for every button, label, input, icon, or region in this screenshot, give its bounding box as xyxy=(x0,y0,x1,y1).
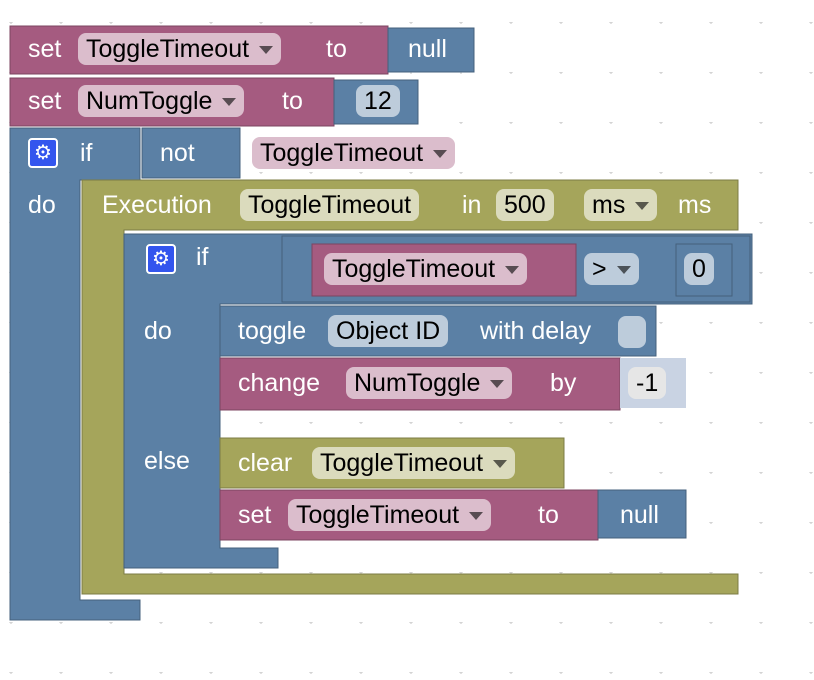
by-label: by xyxy=(550,369,577,397)
if-label: if xyxy=(196,243,209,271)
with-delay-label: with delay xyxy=(480,317,592,345)
set-label: set xyxy=(28,35,62,63)
change-value-input[interactable]: -1 xyxy=(628,367,667,399)
set-label: set xyxy=(238,501,272,529)
chevron-down-icon xyxy=(469,512,484,521)
null-value-shape xyxy=(387,27,475,73)
not-label: not xyxy=(160,139,195,167)
to-label: to xyxy=(282,87,303,115)
toggle-timeout-dropdown[interactable]: ToggleTimeout xyxy=(324,253,528,285)
chevron-down-icon xyxy=(259,46,274,55)
null-value: null xyxy=(620,501,659,529)
unit-dropdown[interactable]: ms xyxy=(584,189,658,221)
chevron-down-icon xyxy=(505,266,520,275)
num-toggle-dropdown[interactable]: NumToggle xyxy=(78,85,245,117)
object-id-field[interactable]: Object ID xyxy=(328,315,449,347)
in-label: in xyxy=(462,191,482,219)
execution-label: Execution xyxy=(102,191,212,219)
null-value: null xyxy=(408,35,447,63)
to-label: to xyxy=(538,501,559,529)
if-block-shape xyxy=(9,127,141,621)
change-label: change xyxy=(238,369,321,397)
compare-value-input[interactable]: 0 xyxy=(684,253,714,285)
delay-input[interactable]: 500 xyxy=(496,189,554,221)
clear-label: clear xyxy=(238,449,293,477)
unit-label: ms xyxy=(678,191,712,219)
else-label: else xyxy=(144,447,190,475)
set-label: set xyxy=(28,87,62,115)
toggle-label: toggle xyxy=(238,317,307,345)
execution-var-field[interactable]: ToggleTimeout xyxy=(240,189,420,221)
clear-var-dropdown[interactable]: ToggleTimeout xyxy=(312,447,516,479)
toggle-timeout-dropdown[interactable]: ToggleTimeout xyxy=(78,33,282,65)
operator-dropdown[interactable]: > xyxy=(584,253,639,285)
num-toggle-dropdown[interactable]: NumToggle xyxy=(346,367,513,399)
number-input[interactable]: 12 xyxy=(356,85,400,117)
delay-input[interactable] xyxy=(618,316,646,348)
chevron-down-icon xyxy=(490,380,505,389)
do-label: do xyxy=(28,191,56,219)
chevron-down-icon xyxy=(222,98,237,107)
chevron-down-icon xyxy=(616,266,631,275)
set-inner-null-shape xyxy=(597,489,687,539)
toggle-timeout-dropdown[interactable]: ToggleTimeout xyxy=(252,137,456,169)
chevron-down-icon xyxy=(635,202,650,211)
to-label: to xyxy=(326,35,347,63)
if-label: if xyxy=(80,139,93,167)
do-label: do xyxy=(144,317,172,345)
not-block-shape xyxy=(141,127,241,179)
chevron-down-icon xyxy=(493,460,508,469)
toggle-timeout-dropdown[interactable]: ToggleTimeout xyxy=(288,499,492,531)
gear-icon[interactable]: ⚙ xyxy=(28,138,58,168)
execution-block-shape xyxy=(81,179,739,595)
chevron-down-icon xyxy=(433,150,448,159)
gear-icon[interactable]: ⚙ xyxy=(146,244,176,274)
